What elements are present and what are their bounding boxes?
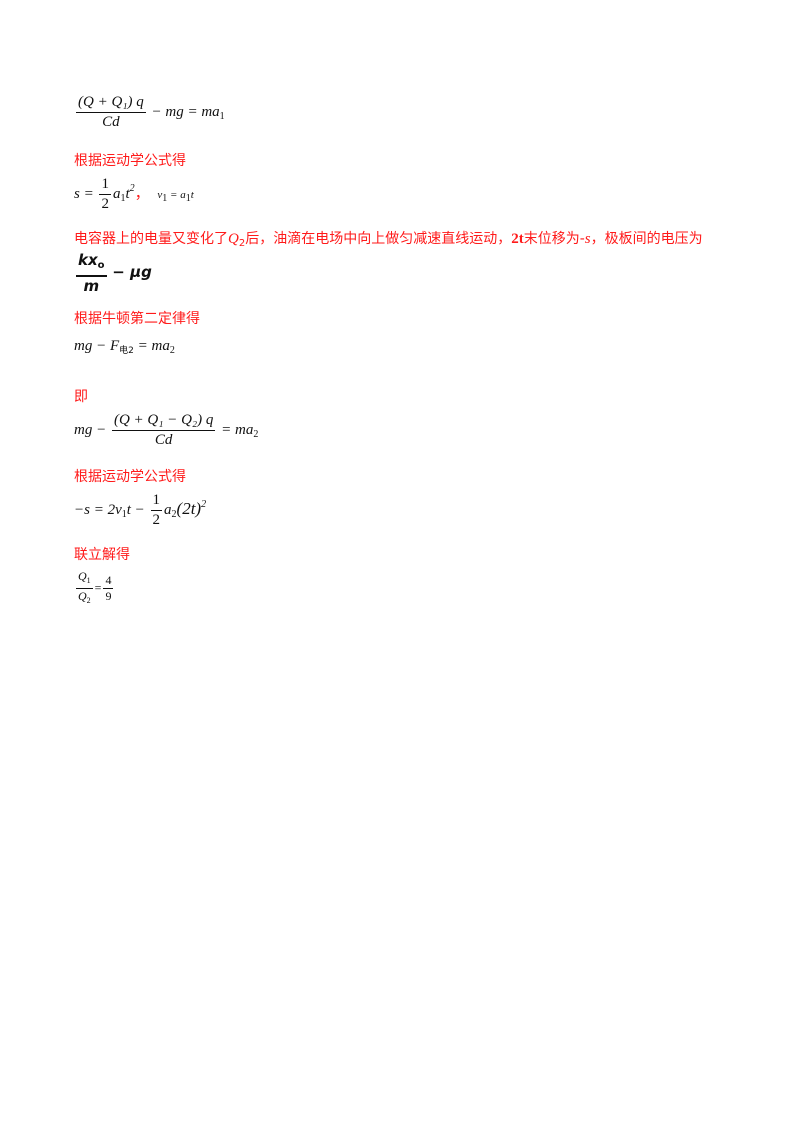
superscript: 2 <box>201 498 207 510</box>
fraction: (Q + Q₁) q Cd <box>76 94 146 131</box>
fraction-denominator: Cd <box>154 432 173 448</box>
fraction: (Q + Q₁ − Q₂) q Cd <box>111 412 216 449</box>
fraction-charge-ratio: Q1 Q2 <box>76 570 93 607</box>
paragraph-text: 后，油滴在电场中向上做匀减速直线运动， <box>245 231 512 247</box>
subscript: 1 <box>120 192 126 204</box>
equation-result: Q1 Q2 = 4 9 <box>74 570 115 607</box>
velocity-expression: v1 = a1t <box>157 188 194 204</box>
equation-kinematics-2: −s = 2v1t − 1 2 a2(2t)2 <box>74 492 206 529</box>
equation-force-up: (Q + Q₁) q Cd − mg = ma1 <box>74 94 225 131</box>
label-ji: 即 <box>74 389 88 405</box>
variable-a: a <box>112 185 121 202</box>
fraction-half: 1 2 <box>150 492 163 529</box>
heading-kinematics-1: 根据运动学公式得 <box>74 153 186 169</box>
fraction-numerator: Q1 <box>76 570 93 589</box>
equation-kinematics-1: s = 1 2 a1t2， v1 = a1t <box>74 176 194 213</box>
parenthesized-term: (2t) <box>176 498 202 518</box>
paragraph-text: 电容器上的电量又变化了 <box>74 231 228 247</box>
fraction-denominator: 2 <box>152 512 161 528</box>
numerator-text: kx <box>78 251 98 269</box>
fraction-numerator: 4 <box>103 573 114 589</box>
subscript: 2 <box>253 428 259 440</box>
fraction-numerator: kxo <box>76 252 107 277</box>
fraction-denominator: 9 <box>105 589 112 603</box>
fraction-numerator: (Q + Q₁) q <box>76 94 146 113</box>
fraction-half: 1 2 <box>99 176 111 213</box>
fraction-numerator: (Q + Q₁ − Q₂) q <box>111 412 216 431</box>
equation-lhs: mg − F <box>74 338 120 354</box>
subscript: 2 <box>238 238 246 249</box>
equation-rhs: = ma <box>221 421 254 438</box>
subscript: 1 <box>219 110 225 122</box>
variable-t: t <box>190 188 194 201</box>
subscript: 1 <box>121 508 127 520</box>
separator: ， <box>134 185 150 202</box>
fraction-denominator: Cd <box>102 114 120 130</box>
subscript: 2 <box>169 345 175 356</box>
variable-2t: 2t <box>511 231 524 247</box>
variable-q: Q <box>228 231 239 247</box>
subscript: o <box>97 260 105 271</box>
fraction-denominator: 2 <box>101 196 109 212</box>
fraction-denominator: m <box>83 277 100 295</box>
subscript: 1 <box>86 576 91 585</box>
heading-solve: 联立解得 <box>74 547 130 563</box>
variable-t: t <box>125 185 130 202</box>
fraction: kxo m <box>76 252 107 295</box>
fraction-numerator: 1 <box>99 176 111 195</box>
equation-lhs: s = <box>74 185 94 202</box>
equation-rest: − mg = ma <box>151 103 220 120</box>
variable-t: t − <box>126 501 145 518</box>
equation-newton: mg − F电2 = ma2 <box>74 338 175 356</box>
subscript: 1 <box>185 192 191 204</box>
equation-lhs: −s = 2v <box>74 501 122 518</box>
fraction-result: 4 9 <box>103 573 114 603</box>
subscript: 2 <box>171 508 177 520</box>
fraction-numerator: 1 <box>150 492 163 511</box>
variable-q: Q <box>78 569 87 583</box>
subscript: 1 <box>162 192 168 204</box>
paragraph-text: ，极板间的电压为 <box>590 231 703 247</box>
variable-s: s <box>584 231 591 247</box>
equation-rhs: = ma <box>137 338 170 354</box>
heading-newton: 根据牛顿第二定律得 <box>74 311 200 327</box>
equation-force-down: mg − (Q + Q₁ − Q₂) q Cd = ma2 <box>74 412 258 449</box>
heading-kinematics-2: 根据运动学公式得 <box>74 469 186 485</box>
equation-lhs: mg − <box>74 421 107 438</box>
inserted-formula: kxo m − μg <box>74 252 152 295</box>
fraction-denominator: Q2 <box>76 589 93 607</box>
equation-rhs: = a <box>170 188 186 201</box>
subscript: 电2 <box>119 346 134 356</box>
paragraph-charge-change: 电容器上的电量又变化了Q2后，油滴在电场中向上做匀减速直线运动，2t末位移为-s… <box>74 228 703 249</box>
variable-a: a <box>164 501 172 518</box>
variable-q: Q <box>78 589 87 603</box>
formula-rest: − μg <box>112 262 152 281</box>
paragraph-text: 末位移为- <box>523 231 585 247</box>
superscript: 2 <box>129 182 135 194</box>
equals-sign: = <box>94 580 102 595</box>
subscript: 2 <box>86 596 91 605</box>
variable-v: v <box>157 188 163 201</box>
